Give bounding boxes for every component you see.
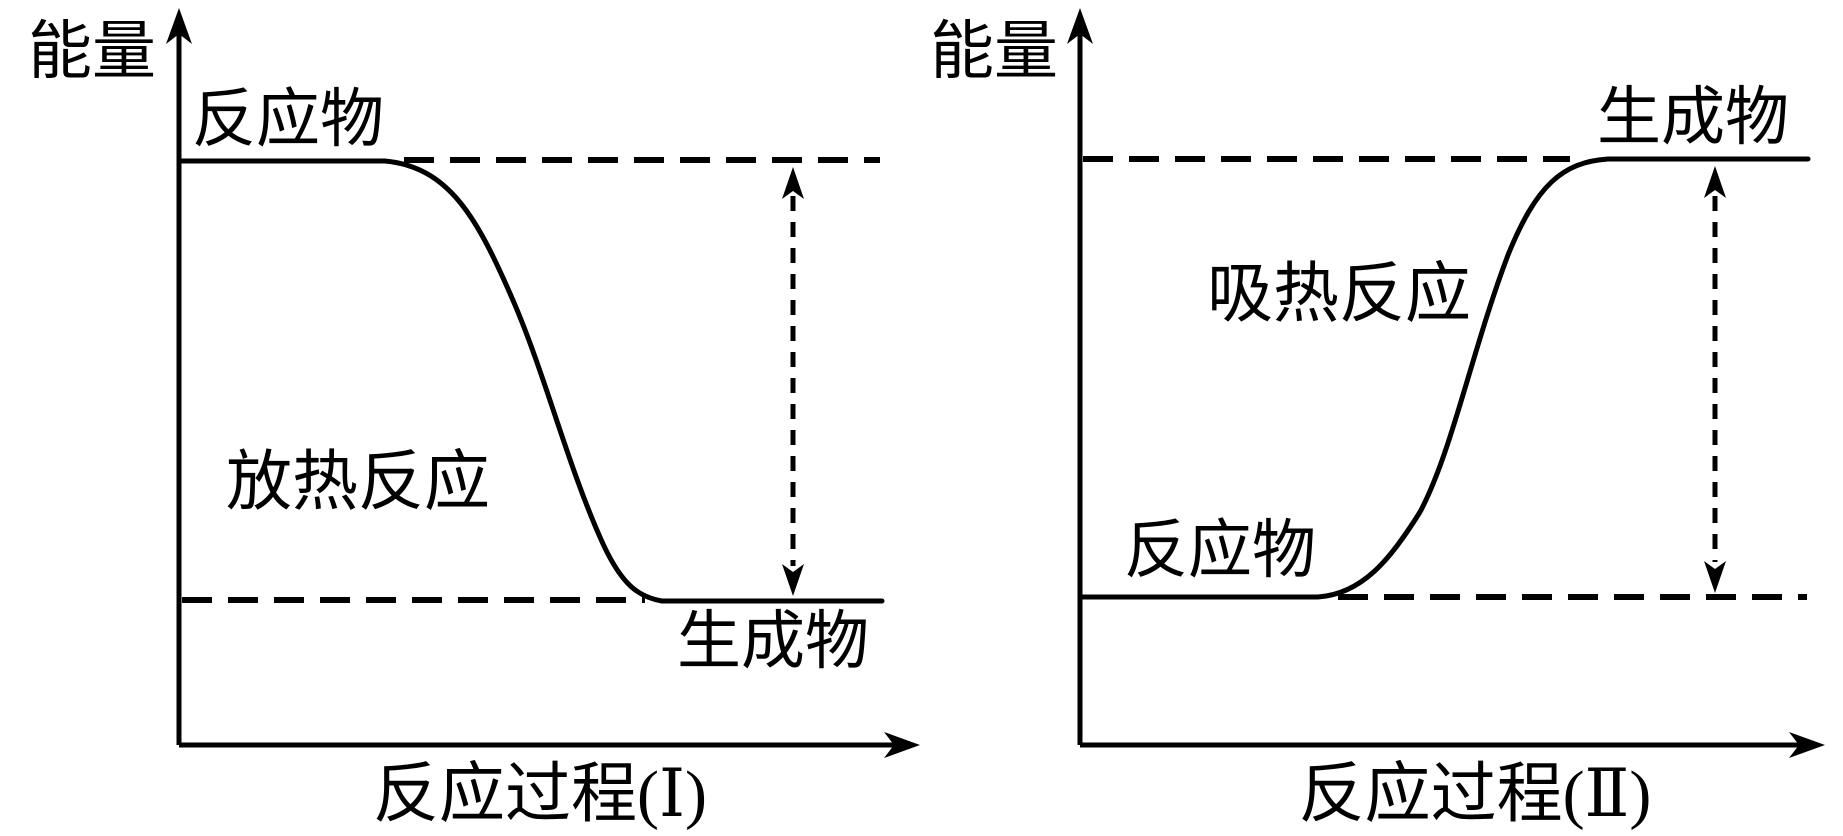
- y-axis-arrowhead-icon: [166, 8, 192, 44]
- energy-curve: [176, 158, 885, 604]
- products-label: 生成物: [677, 606, 869, 677]
- reactants-label: 反应物: [1124, 515, 1316, 586]
- y-axis-label: 能量: [28, 16, 156, 87]
- y-axis-label: 能量: [930, 16, 1058, 87]
- diagram-exothermic: 能量 反应物 放热反应 生成物 反应过程(Ⅰ): [28, 8, 920, 831]
- energy-gap-arrow-up-head-icon: [782, 167, 804, 199]
- products-label: 生成物: [1597, 82, 1789, 153]
- reaction-type-label: 放热反应: [226, 446, 490, 519]
- diagram-endothermic: 能量 生成物 吸热反应 反应物 反应过程(Ⅱ): [930, 8, 1825, 831]
- energy-gap-arrow-up-head-icon: [1704, 166, 1726, 198]
- energy-gap-arrow-down-head-icon: [1704, 561, 1726, 593]
- energy-curve: [1077, 156, 1811, 600]
- x-axis-label: 反应过程(Ⅰ): [373, 758, 707, 831]
- x-axis-label: 反应过程(Ⅱ): [1299, 758, 1652, 831]
- reactants-label: 反应物: [192, 84, 384, 155]
- x-axis-arrowhead-icon: [884, 732, 920, 758]
- y-axis-arrowhead-icon: [1067, 8, 1093, 44]
- reaction-type-label: 吸热反应: [1207, 258, 1471, 331]
- x-axis-arrowhead-icon: [1789, 732, 1825, 758]
- energy-gap-arrow-down-head-icon: [782, 564, 804, 596]
